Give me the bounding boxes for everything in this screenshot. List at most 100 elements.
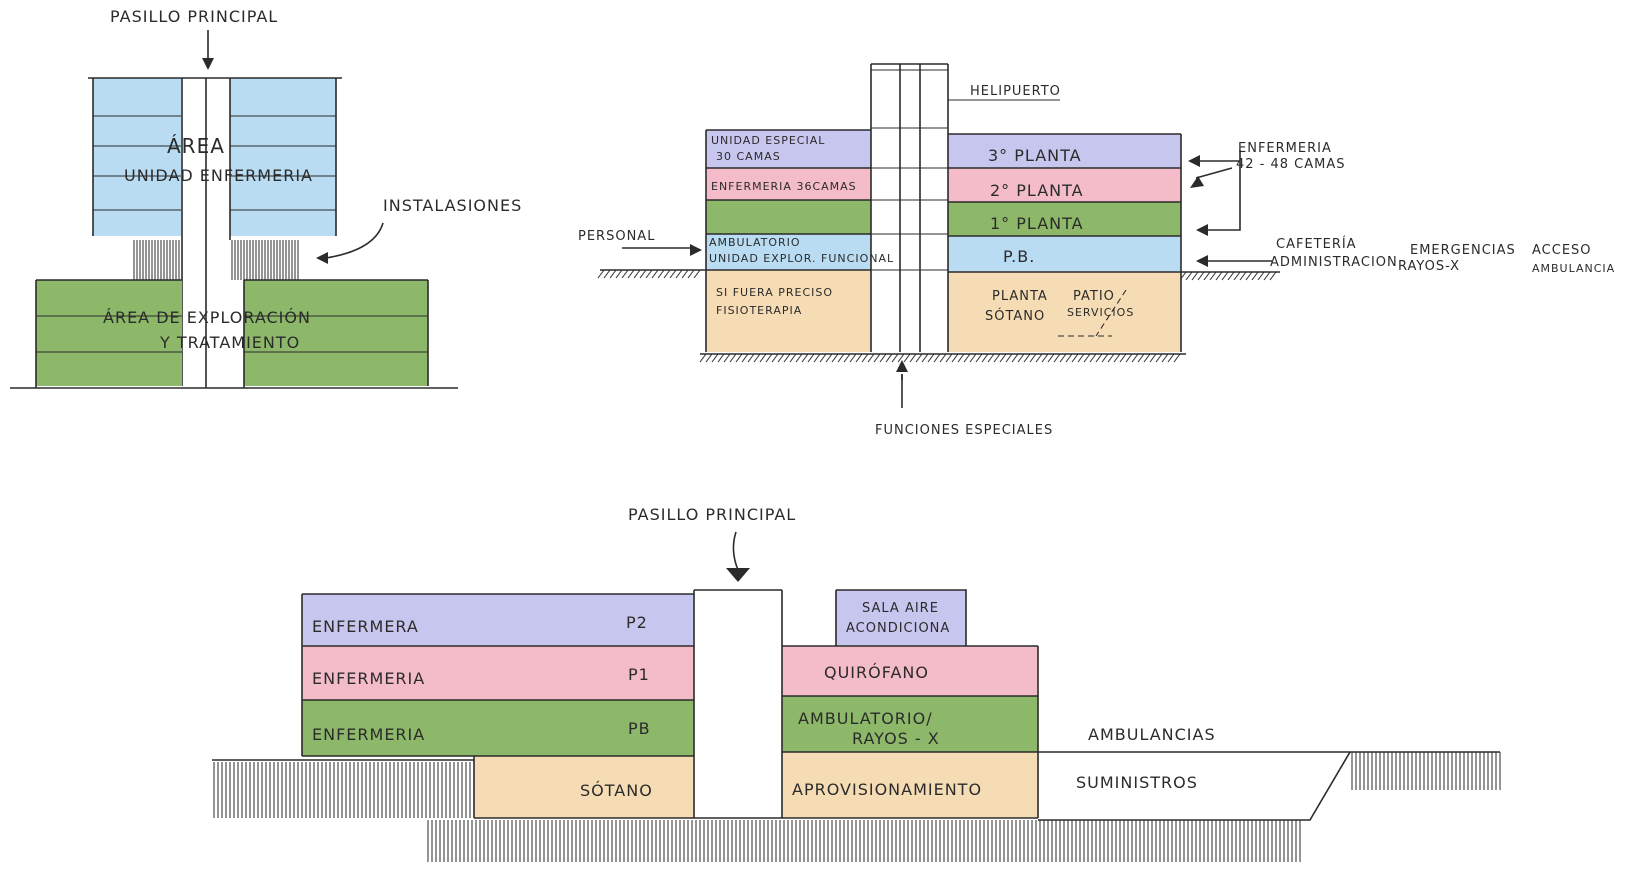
basement-label: SÓTANO xyxy=(580,781,653,800)
arrow-floor-2 xyxy=(1190,176,1204,188)
provisioning-label: APROVISIONAMIENTO xyxy=(792,780,982,799)
floor-pb-name: ENFERMERIA xyxy=(312,725,425,744)
left-outline xyxy=(705,129,871,352)
floor-p1 xyxy=(302,646,694,700)
if-needed-label: SI FUERA PRECISO xyxy=(716,286,833,299)
corridor-arrow-head xyxy=(202,58,214,70)
ambulatory-label-2: RAYOS - X xyxy=(852,729,940,748)
exploration-block-right xyxy=(244,280,428,386)
nursing-floor-lines xyxy=(93,115,336,211)
exploration-label-2: Y TRATAMIENTO xyxy=(159,333,300,352)
floor-p1-name: ENFERMERIA xyxy=(312,669,425,688)
ambulance-label: AMBULANCIA xyxy=(1532,262,1615,275)
ac-room xyxy=(836,590,966,646)
sketch-block-section: PASILLO PRINCIPAL ENFERMERA P2 ENFERMERI… xyxy=(212,505,1500,821)
floor-p2 xyxy=(302,594,694,646)
ground-floor-label: P.B. xyxy=(1003,247,1035,266)
ambulatory-label: AMBULATORIO xyxy=(709,236,801,249)
arrow-floor-1 xyxy=(1196,224,1208,236)
unit-label: UNIDAD ENFERMERIA xyxy=(124,166,313,185)
ambulatory-block xyxy=(782,696,1038,752)
corridor-arrow-shaft-2 xyxy=(732,531,739,571)
corridor-arrow-head-2 xyxy=(726,568,750,582)
area-label: ÁREA xyxy=(167,134,225,158)
ground-hatching xyxy=(213,269,1501,862)
sketch-section: HELIPUERTO UNIDAD ESPECIAL 30 CAMAS ENFE… xyxy=(578,63,1615,438)
ambulances-label: AMBULANCIAS xyxy=(1088,725,1216,744)
sketch-vertical-zoning: PASILLO PRINCIPAL ÁREA UNIDAD ENFERMERIA… xyxy=(10,7,522,389)
administration-label: ADMINISTRACION xyxy=(1270,255,1398,270)
section-ground xyxy=(600,269,1280,355)
corridor-label-2: PASILLO PRINCIPAL xyxy=(628,505,796,524)
left-floor-ground xyxy=(706,234,871,270)
left-floor-3 xyxy=(706,130,871,168)
ac-label-1: SALA AIRE xyxy=(862,601,939,616)
nursing-36-label: ENFERMERIA 36CAMAS xyxy=(711,180,857,193)
right-building-outline xyxy=(782,589,1039,818)
left-basement xyxy=(706,270,871,352)
xray-label: RAYOS-X xyxy=(1398,259,1460,274)
surgery-block xyxy=(782,646,1038,696)
arrow-ground xyxy=(1196,255,1208,267)
special-functions-label: FUNCIONES ESPECIALES xyxy=(875,423,1053,438)
exploration-floor-lines xyxy=(36,315,428,353)
installations-arrow-head xyxy=(316,252,328,264)
special-arrow-head xyxy=(896,360,908,372)
terrain-outline xyxy=(212,751,1500,821)
right-floor-2 xyxy=(948,168,1181,202)
corridor-label: PASILLO PRINCIPAL xyxy=(110,7,278,26)
nursing-bracket xyxy=(1195,150,1241,231)
basement-label-1: PLANTA xyxy=(992,289,1048,304)
floor-1-label: 1° PLANTA xyxy=(990,214,1084,233)
basement-label-2: SÓTANO xyxy=(985,308,1045,324)
nursing-beds-label: 42 - 48 CAMAS xyxy=(1236,157,1346,172)
left-building-outline xyxy=(301,589,1038,819)
installations-label: INSTALASIONES xyxy=(383,196,522,215)
ac-label-2: ACONDICIONA xyxy=(846,621,950,636)
cafeteria-label: CAFETERÍA xyxy=(1276,236,1357,252)
right-basement xyxy=(948,272,1181,352)
exploration-label-1: ÁREA DE EXPLORACIÓN xyxy=(103,308,311,327)
nursing-label: ENFERMERIA xyxy=(1238,141,1332,156)
installations-hatch xyxy=(133,240,299,280)
exploration-outline xyxy=(35,78,429,388)
heliport-label: HELIPUERTO xyxy=(970,84,1061,99)
basement-left xyxy=(474,756,694,818)
staff-arrow-head xyxy=(690,244,702,256)
special-unit-beds: 30 CAMAS xyxy=(716,150,781,163)
patio-label-1: PATIO xyxy=(1073,289,1115,304)
supplies-label: SUMINISTROS xyxy=(1076,773,1198,792)
floor-pb-code: PB xyxy=(628,719,651,738)
physiotherapy-label: FISIOTERAPIA xyxy=(716,304,802,317)
exploration-block-left xyxy=(36,280,182,386)
right-floor-3 xyxy=(948,134,1181,168)
emergencies-label: EMERGENCIAS xyxy=(1410,243,1516,258)
left-floor-1 xyxy=(706,200,871,234)
floor-p2-code: P2 xyxy=(626,613,648,632)
installations-arrow xyxy=(325,222,384,259)
right-floor-1 xyxy=(948,202,1181,236)
patio-label-2: SERVICIOS xyxy=(1067,306,1134,319)
surgery-label: QUIRÓFANO xyxy=(824,663,929,682)
staff-label: PERSONAL xyxy=(578,229,655,244)
access-label: ACCESO xyxy=(1532,243,1592,258)
floor-pb xyxy=(302,700,694,756)
floor-p2-name: ENFERMERA xyxy=(312,617,419,636)
functional-unit-label: UNIDAD EXPLOR. FUNCIONAL xyxy=(709,252,894,265)
floor-2-label: 2° PLANTA xyxy=(990,181,1084,200)
provisioning-block xyxy=(782,752,1038,818)
core-floor-lines xyxy=(871,69,948,271)
patio-dashed xyxy=(1058,289,1127,337)
nursing-block-right xyxy=(230,78,336,236)
ambulatory-label-1: AMBULATORIO/ xyxy=(798,709,933,728)
floor-p1-code: P1 xyxy=(628,665,650,684)
arrow-floor-3 xyxy=(1188,155,1200,167)
right-outline xyxy=(948,133,1182,352)
floor-3-label: 3° PLANTA xyxy=(988,146,1082,165)
left-floor-2 xyxy=(706,168,871,200)
vertical-core xyxy=(870,63,949,352)
special-unit-label: UNIDAD ESPECIAL xyxy=(711,134,825,147)
right-floor-ground xyxy=(948,236,1181,272)
nursing-outline xyxy=(88,77,342,386)
